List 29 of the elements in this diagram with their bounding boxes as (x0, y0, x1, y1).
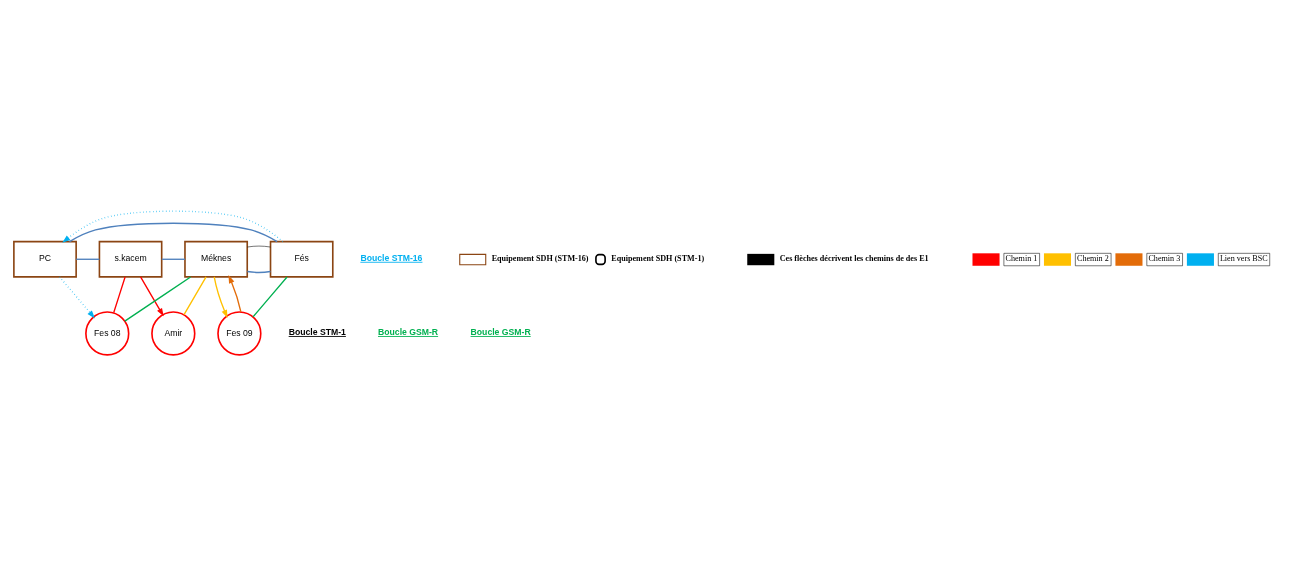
connector (124, 275, 192, 322)
node-box: PC (13, 240, 77, 278)
connector (113, 275, 126, 313)
connector (252, 275, 288, 318)
arrow (62, 210, 284, 243)
legend-label: Chemin 2 (1076, 253, 1109, 263)
node-box: Fés (269, 240, 334, 278)
label: Boucle GSM-R (470, 326, 531, 337)
legend-label: Chemin 1 (1005, 253, 1038, 263)
node-box: Méknes (184, 240, 249, 278)
legend-label: Lien vers BSC (1219, 253, 1268, 263)
connector (183, 275, 207, 315)
arrow (139, 275, 164, 316)
connector (246, 270, 272, 273)
connector (161, 258, 186, 260)
legend-label: Equipement SDH (STM-16) (491, 253, 589, 263)
arrow (228, 274, 242, 313)
arrow (58, 275, 95, 318)
arrow (213, 275, 228, 318)
legend-label: Chemin 3 (1148, 253, 1181, 263)
connector (75, 258, 101, 260)
label: Boucle GSM-R (377, 326, 439, 337)
node-circle: Amir (151, 310, 196, 356)
label: Boucle STM-16 (360, 252, 423, 263)
legend-label: Equipement SDH (STM-1) (611, 253, 705, 263)
legend-label: Ces flèches décrivent les chemins de des E1 (779, 253, 929, 263)
node-box: s.kacem (98, 240, 163, 278)
connector (68, 222, 278, 242)
label: Boucle STM-1 (288, 326, 346, 337)
